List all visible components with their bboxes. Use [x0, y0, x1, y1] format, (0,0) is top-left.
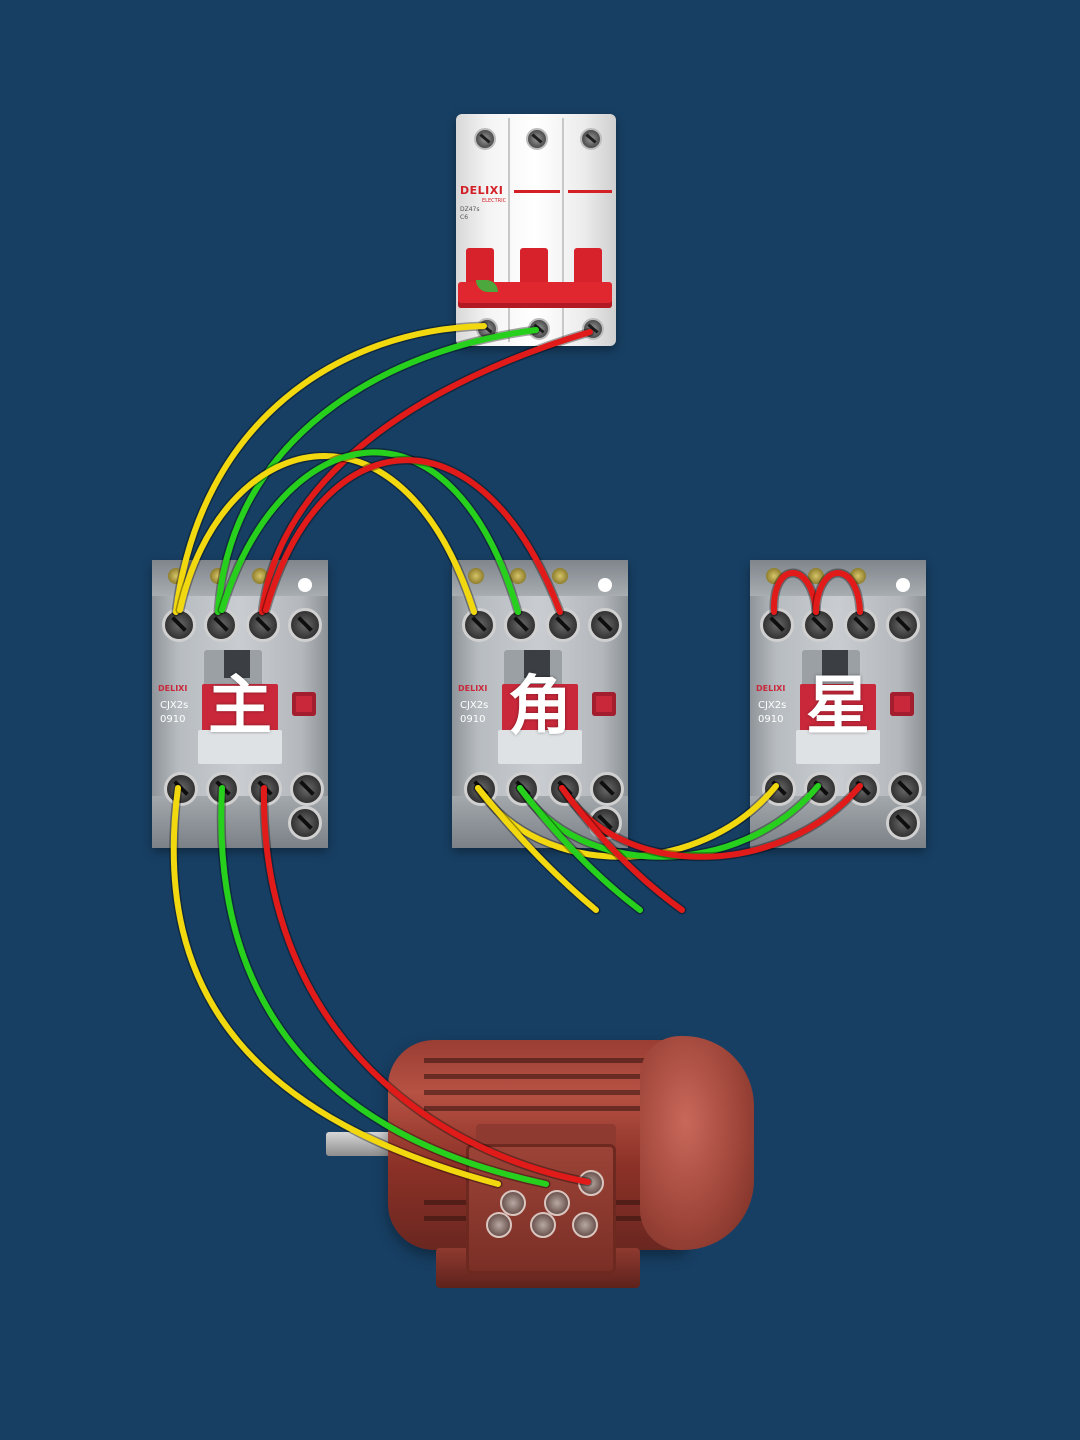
breaker-bottom-screw-1 — [476, 318, 498, 340]
terminal-bottom-3 — [548, 772, 582, 806]
terminal-bottom-2 — [506, 772, 540, 806]
contactor-model: CJX2s — [160, 700, 189, 711]
breaker-brand: DELIXI — [460, 184, 504, 197]
breaker-top-screw-3 — [580, 128, 602, 150]
terminal-top-1 — [462, 608, 496, 642]
terminal-top-2 — [204, 608, 238, 642]
indicator-light — [292, 692, 316, 716]
contactor-model: CJX2s — [460, 700, 489, 711]
terminal-bottom-1 — [164, 772, 198, 806]
terminal-bottom-4 — [290, 772, 324, 806]
contactor-brand: DELIXI — [458, 684, 488, 693]
motor-terminal-1 — [486, 1212, 512, 1238]
terminal-top-2 — [802, 608, 836, 642]
indicator-light — [592, 692, 616, 716]
breaker-model: DZ47s — [460, 206, 480, 213]
terminal-bottom-4 — [888, 772, 922, 806]
terminal-aux — [588, 806, 622, 840]
terminal-top-3 — [844, 608, 878, 642]
contactor-brand: DELIXI — [756, 684, 786, 693]
breaker-bottom-screw-3 — [582, 318, 604, 340]
terminal-bottom-3 — [846, 772, 880, 806]
contactor-code: 0910 — [460, 714, 486, 725]
contactor-name: 主 — [208, 670, 272, 744]
terminal-bottom-1 — [762, 772, 796, 806]
terminal-bottom-3 — [248, 772, 282, 806]
contactor-code: 0910 — [160, 714, 186, 725]
terminal-top-4 — [588, 608, 622, 642]
breaker-top-screw-1 — [474, 128, 496, 150]
breaker-top-screw-2 — [526, 128, 548, 150]
indicator-light — [890, 692, 914, 716]
breaker-bottom-screw-2 — [528, 318, 550, 340]
terminal-top-4 — [288, 608, 322, 642]
contactor-code: 0910 — [758, 714, 784, 725]
motor-terminal-2 — [530, 1212, 556, 1238]
motor-fan-cover — [640, 1036, 754, 1250]
terminal-bottom-1 — [464, 772, 498, 806]
motor-terminal-4 — [500, 1190, 526, 1216]
breaker-brand-sub: ELECTRIC — [482, 198, 507, 204]
contactor-brand: DELIXI — [158, 684, 188, 693]
terminal-aux — [288, 806, 322, 840]
motor-terminal-6 — [578, 1170, 604, 1196]
contactor-model: CJX2s — [758, 700, 787, 711]
contactor-delta: DELIXI CJX2s 0910 角 — [452, 560, 628, 848]
motor-terminal-3 — [572, 1212, 598, 1238]
leaf-icon — [476, 280, 498, 292]
motor-terminal-box — [466, 1144, 616, 1274]
terminal-top-3 — [246, 608, 280, 642]
terminal-top-1 — [760, 608, 794, 642]
terminal-top-3 — [546, 608, 580, 642]
contactor-name: 角 — [508, 670, 572, 744]
terminal-bottom-2 — [804, 772, 838, 806]
contactor-star: DELIXI CJX2s 0910 星 — [750, 560, 926, 848]
terminal-bottom-2 — [206, 772, 240, 806]
contactor-main: DELIXI CJX2s 0910 主 — [152, 560, 328, 848]
motor-terminal-5 — [544, 1190, 570, 1216]
contactor-name: 星 — [806, 670, 870, 744]
terminal-aux — [886, 806, 920, 840]
terminal-top-2 — [504, 608, 538, 642]
terminal-top-4 — [886, 608, 920, 642]
terminal-bottom-4 — [590, 772, 624, 806]
breaker-rating: C6 — [460, 214, 469, 221]
terminal-top-1 — [162, 608, 196, 642]
circuit-breaker: DELIXI ELECTRIC DZ47s C6 — [456, 114, 616, 346]
